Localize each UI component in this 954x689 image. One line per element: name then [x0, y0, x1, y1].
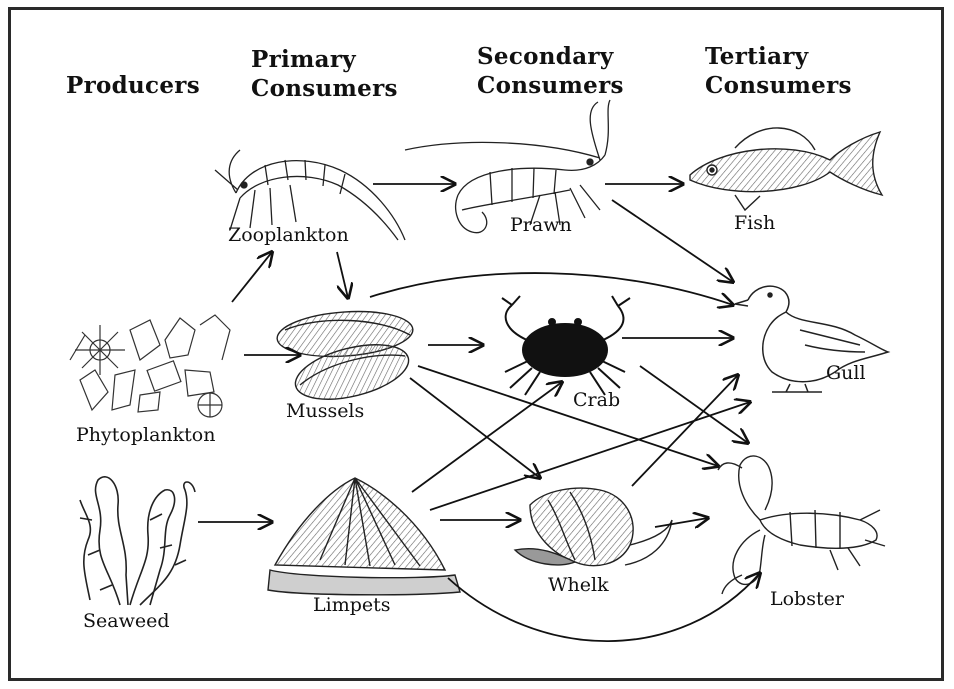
arrow-zooplankton-mussels — [337, 252, 348, 298]
label-seaweed: Seaweed — [83, 610, 170, 632]
mussels-illustration — [276, 307, 415, 409]
label-lobster: Lobster — [770, 588, 844, 610]
label-gull: Gull — [826, 362, 866, 384]
label-limpets: Limpets — [313, 594, 391, 616]
header-tertiary-consumers: Tertiary Consumers — [705, 42, 852, 100]
crab-illustration — [502, 296, 630, 395]
label-prawn: Prawn — [510, 214, 572, 236]
phytoplankton-illustration — [70, 315, 230, 417]
prawn-illustration — [405, 100, 610, 233]
label-phytoplankton: Phytoplankton — [76, 424, 215, 446]
header-primary-line1: Primary — [251, 45, 398, 74]
fish-illustration — [690, 128, 882, 210]
arrow-mussels-lobster — [418, 366, 718, 466]
arrow-mussels-whelk — [410, 378, 540, 478]
header-primary-consumers: Primary Consumers — [251, 45, 398, 103]
header-secondary-line2: Consumers — [477, 71, 624, 100]
seaweed-illustration — [80, 477, 195, 605]
label-mussels: Mussels — [286, 400, 364, 422]
arrow-mussels-gull — [370, 273, 733, 305]
arrow-whelk-lobster — [655, 518, 708, 527]
label-fish: Fish — [734, 212, 775, 234]
header-tertiary-line2: Consumers — [705, 71, 852, 100]
arrow-phytoplankton-zooplankton — [232, 252, 272, 302]
header-producers: Producers — [66, 71, 200, 100]
header-secondary-consumers: Secondary Consumers — [477, 42, 624, 100]
header-secondary-line1: Secondary — [477, 42, 624, 71]
limpets-illustration — [268, 478, 460, 595]
label-zooplankton: Zooplankton — [228, 224, 349, 246]
arrow-prawn-gull — [612, 200, 733, 282]
whelk-illustration — [515, 488, 672, 566]
label-whelk: Whelk — [548, 574, 609, 596]
header-primary-line2: Consumers — [251, 74, 398, 103]
arrow-whelk-gull — [632, 375, 738, 486]
header-tertiary-line1: Tertiary — [705, 42, 852, 71]
label-crab: Crab — [573, 389, 620, 411]
arrow-limpets-crab — [412, 382, 562, 492]
lobster-illustration — [718, 456, 885, 594]
arrow-crab-lobster — [640, 366, 748, 443]
